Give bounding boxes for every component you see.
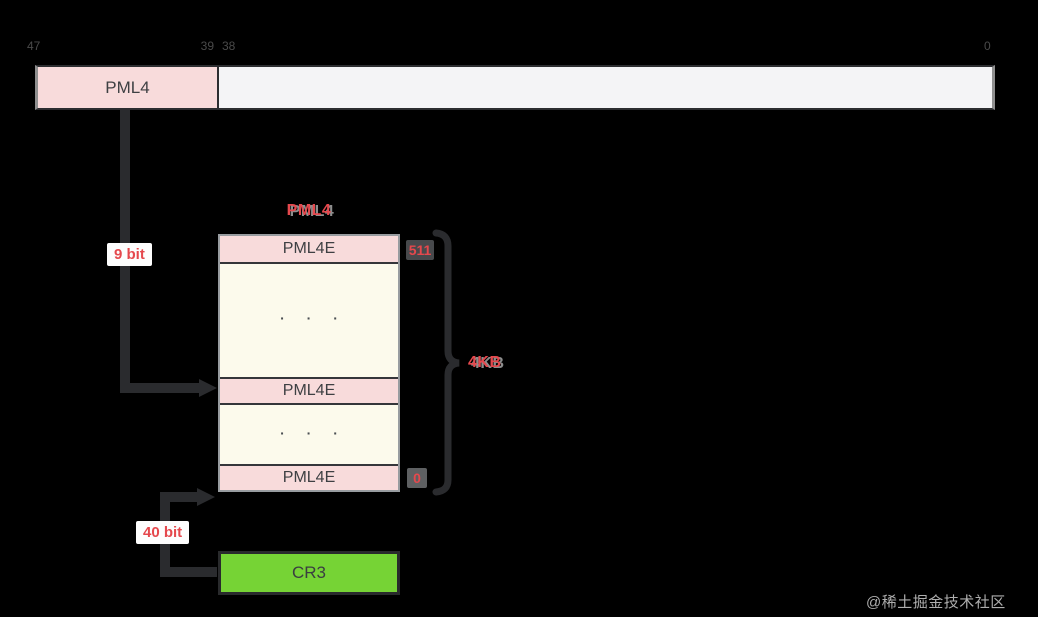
- table-size-brace: [432, 229, 460, 496]
- bit-label-39: 39: [200, 39, 214, 53]
- pml4-table-title: PML4: [286, 202, 332, 219]
- base-bits-chip: 40 bit: [136, 521, 190, 544]
- watermark: @稀土掘金技术社区: [866, 594, 1006, 611]
- bit-label-0: 0: [984, 39, 991, 53]
- virtual-address-bar: PML4: [35, 65, 995, 110]
- table-size-label: 4KB: [468, 354, 502, 371]
- index-bits-chip: 9 bit: [107, 243, 152, 266]
- pml4e-row-top: PML4E: [220, 236, 398, 264]
- address-pml4-field: PML4: [38, 67, 219, 108]
- cr3-register-box: CR3: [218, 551, 400, 595]
- bit-label-47: 47: [27, 39, 41, 53]
- pml4-table: PML4E · · · PML4E · · · PML4E: [218, 234, 400, 492]
- entry-index-511-badge: 511: [406, 240, 434, 260]
- entry-index-0-badge: 0: [407, 468, 427, 488]
- ellipsis-rows-lower: · · ·: [280, 425, 347, 441]
- cr3-to-table-arrowhead: [197, 488, 215, 506]
- bit-label-38: 38: [222, 39, 236, 53]
- pml4e-row-middle: PML4E: [220, 377, 398, 405]
- pml4e-row-bottom: PML4E: [220, 464, 398, 490]
- address-to-entry-arrowhead: [199, 379, 217, 397]
- ellipsis-rows-upper: · · ·: [280, 310, 347, 326]
- address-remaining-field: [219, 67, 992, 108]
